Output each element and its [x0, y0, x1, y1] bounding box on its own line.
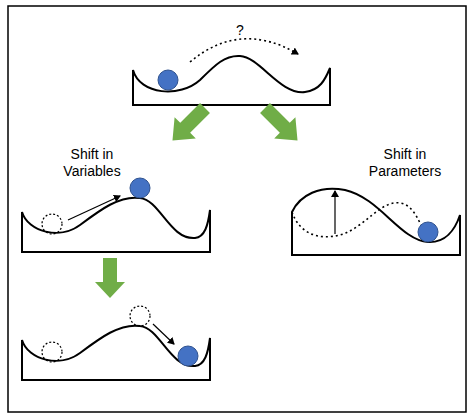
green-arrow — [162, 97, 216, 151]
green-arrow — [254, 97, 308, 151]
dashed-ball — [130, 306, 150, 326]
shift-arrow — [334, 191, 335, 234]
dotted-arc — [190, 39, 298, 62]
old-landscape — [292, 203, 428, 240]
landscape — [292, 189, 460, 255]
move-arrow — [153, 324, 174, 344]
ball — [418, 222, 438, 242]
ball — [158, 70, 178, 90]
frame — [8, 6, 466, 412]
move-arrow — [68, 196, 120, 220]
dashed-ball — [42, 342, 62, 362]
ball — [130, 178, 150, 198]
question-mark: ? — [225, 22, 255, 39]
landscape — [22, 326, 210, 380]
dashed-ball — [42, 214, 62, 234]
ball — [178, 346, 198, 366]
branch-label: Shift in Variables — [53, 146, 131, 180]
branch-label: Shift in Parameters — [363, 146, 447, 180]
landscape — [22, 198, 210, 252]
landscape — [133, 56, 330, 105]
green-arrow — [95, 258, 125, 298]
